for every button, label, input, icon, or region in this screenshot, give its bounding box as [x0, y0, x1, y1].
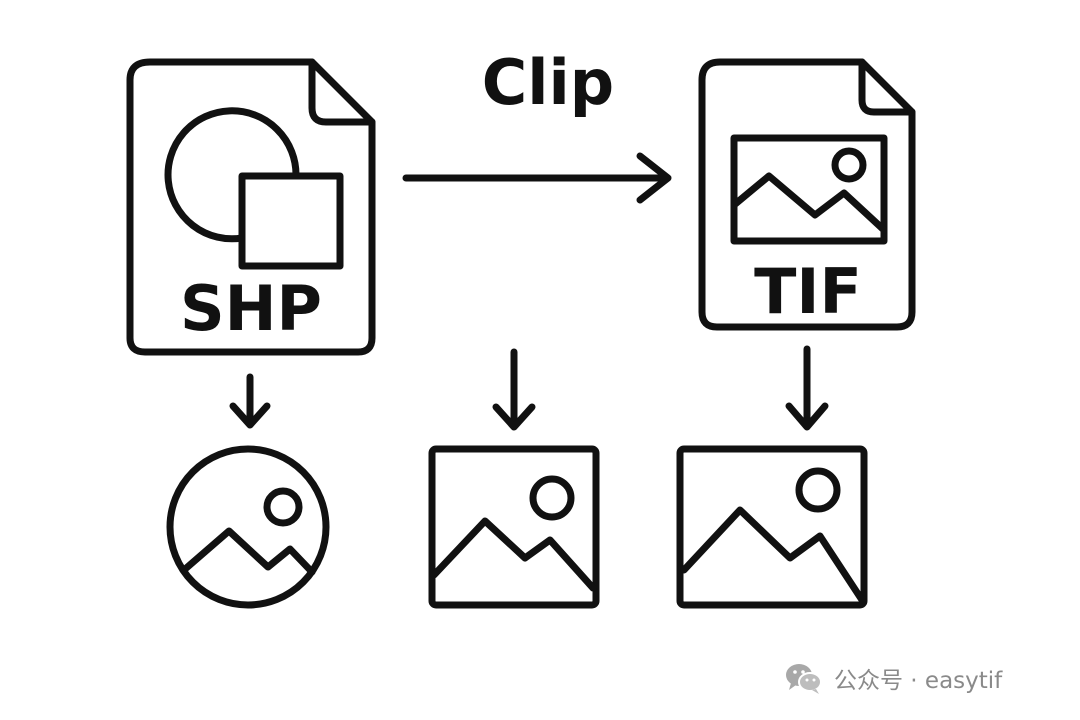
shape-circle-icon: [164, 107, 300, 243]
watermark: 公众号 · easytif: [784, 660, 1002, 696]
operation-label: Clip: [482, 46, 614, 119]
down-arrow-icon: [229, 373, 271, 429]
output-file-label: TIF: [754, 255, 862, 328]
tif-mountain-icon: [730, 172, 888, 234]
tif-image-frame: [730, 134, 888, 245]
tif-document-icon: TIF: [698, 58, 916, 331]
clip-arrow-icon: [402, 152, 672, 204]
shp-document-icon: SHP: [126, 58, 376, 356]
rectangular-image-icon: [676, 445, 868, 609]
down-arrow-icon: [492, 348, 536, 431]
wechat-icon: [786, 664, 822, 694]
watermark-text: 公众号 · easytif: [834, 668, 1003, 694]
tif-sun-icon: [831, 147, 867, 183]
down-arrow-icon: [785, 345, 829, 431]
circular-image-icon: [166, 445, 330, 609]
shape-square-icon: [238, 172, 344, 270]
source-file-label: SHP: [180, 272, 322, 345]
square-image-icon: [428, 445, 600, 609]
